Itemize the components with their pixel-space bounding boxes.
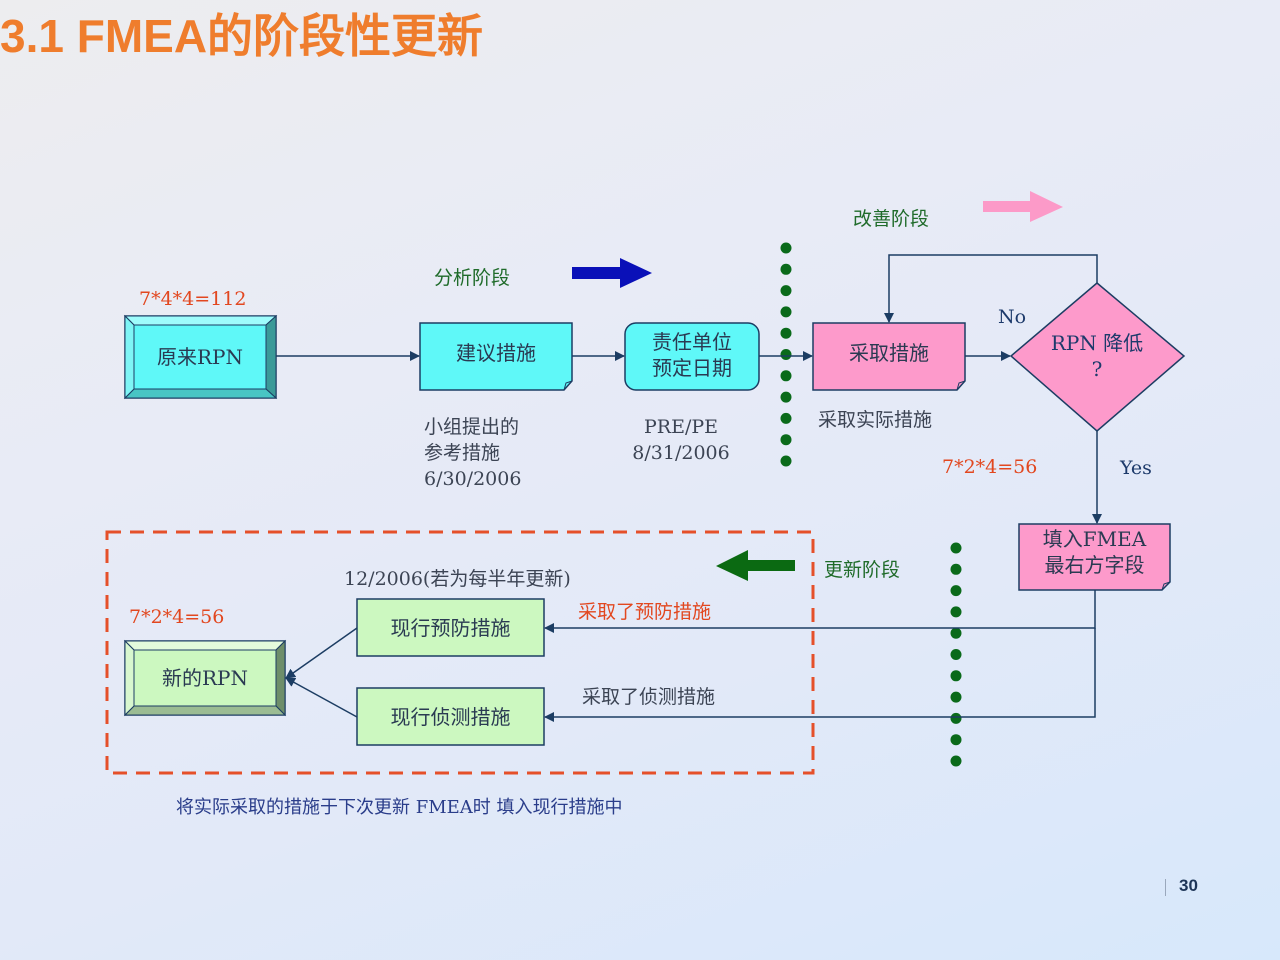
fill-fmea-label-line1: 填入FMEA: [1042, 527, 1147, 551]
fill-fmea-box: [1018, 523, 1171, 591]
responsibility-label-line1: 责任单位: [652, 330, 732, 354]
decision-label-line2: ?: [1091, 357, 1103, 381]
connector-fill-to-detection: [544, 628, 1096, 722]
detection-taken-label: 采取了侦测措施: [582, 686, 716, 708]
decision-label: RPN 降低 ?: [1030, 330, 1164, 382]
footer-note: 将实际采取的措施于下次更新 FMEA时 填入现行措施中: [176, 797, 623, 818]
phase-separator-dot: [950, 734, 962, 746]
phase-separator-dot: [950, 606, 962, 618]
take-action-note: 采取实际措施: [818, 409, 933, 431]
page-number-separator: [1165, 879, 1166, 896]
suggested-note-line1: 小组提出的: [424, 416, 520, 438]
current-detection-label: 现行侦测措施: [390, 704, 511, 729]
phase-separator-dot: [950, 649, 962, 660]
responsibility-note: PRE/PE 8/31/2006: [624, 414, 738, 466]
phase-separator-analysis-improvement: [780, 242, 792, 467]
phase-separator-dot: [780, 263, 792, 275]
original-rpn-calc: 7*4*4=112: [139, 288, 247, 310]
phase-separator-dot: [780, 391, 792, 403]
analysis-phase-label: 分析阶段: [434, 267, 511, 289]
suggested-action-note: 小组提出的 参考措施 6/30/2006: [424, 414, 521, 492]
current-prevention-box: [356, 598, 545, 657]
reduced-rpn-calc: 7*2*4=56: [942, 456, 1038, 478]
phase-separator-dot: [780, 349, 792, 360]
prevention-taken-label: 采取了预防措施: [578, 601, 712, 623]
suggested-action-box: [419, 322, 573, 391]
phase-separator-dot: [950, 585, 962, 597]
slide-title: 3.1 FMEA的阶段性更新: [0, 10, 484, 62]
responsibility-note-line1: PRE/PE: [643, 416, 718, 438]
fill-fmea-label-line2: 最右方字段: [1044, 553, 1145, 577]
connector-detection-to-new-rpn: [285, 677, 358, 718]
current-detection-box: [356, 687, 545, 746]
phase-separator-dot: [780, 370, 792, 382]
phase-separator-dot: [780, 327, 792, 339]
responsibility-note-date: 8/31/2006: [632, 442, 730, 464]
phase-separator-dot: [950, 627, 962, 639]
improvement-phase-arrow-icon: [983, 191, 1063, 222]
phase-separator-dot: [780, 455, 792, 467]
take-action-label: 采取措施: [849, 341, 929, 365]
suggested-note-line2: 参考措施: [424, 442, 501, 464]
phase-separator-dot: [950, 755, 962, 767]
suggested-action-label: 建议措施: [456, 341, 536, 365]
take-action-box: [812, 322, 966, 391]
phase-separator-dot: [950, 691, 962, 703]
responsibility-label-line2: 预定日期: [652, 356, 732, 380]
original-rpn-box: [123, 314, 278, 400]
phase-separator-dot: [950, 712, 962, 724]
original-rpn-label: 原来RPN: [156, 345, 243, 369]
update-phase-arrow-icon: [716, 550, 795, 581]
new-rpn-label: 新的RPN: [161, 666, 248, 690]
no-label: No: [998, 306, 1027, 328]
yes-label: Yes: [1120, 457, 1152, 479]
improvement-phase-label: 改善阶段: [853, 208, 930, 230]
analysis-phase-arrow-icon: [572, 258, 652, 288]
phase-separator-dot: [780, 412, 792, 424]
phase-separator-dot: [780, 434, 792, 446]
update-phase-frame: [105, 530, 815, 775]
fill-fmea-label: 填入FMEA 最右方字段: [1019, 526, 1170, 578]
phase-separator-dot: [950, 542, 962, 554]
phase-separator-dot: [780, 242, 792, 254]
new-rpn-box: [123, 639, 287, 717]
current-prevention-label: 现行预防措施: [390, 615, 511, 640]
phase-separator-dot: [950, 670, 962, 682]
update-date-note: 12/2006(若为每半年更新): [344, 568, 571, 590]
connector-prevention-to-new-rpn: [285, 627, 358, 679]
phase-separator-dot: [780, 285, 792, 297]
connector-no-loop: [884, 254, 1098, 323]
decision-label-line1: RPN 降低: [1050, 331, 1144, 355]
responsibility-label: 责任单位 预定日期: [625, 329, 759, 381]
page-number: 30: [1179, 876, 1198, 895]
phase-separator-dot: [950, 563, 962, 575]
phase-separator-dot: [780, 306, 792, 318]
new-rpn-calc: 7*2*4=56: [129, 606, 225, 628]
update-phase-label: 更新阶段: [824, 559, 901, 581]
suggested-note-date: 6/30/2006: [424, 468, 522, 490]
phase-separator-improvement-update: [950, 542, 962, 767]
